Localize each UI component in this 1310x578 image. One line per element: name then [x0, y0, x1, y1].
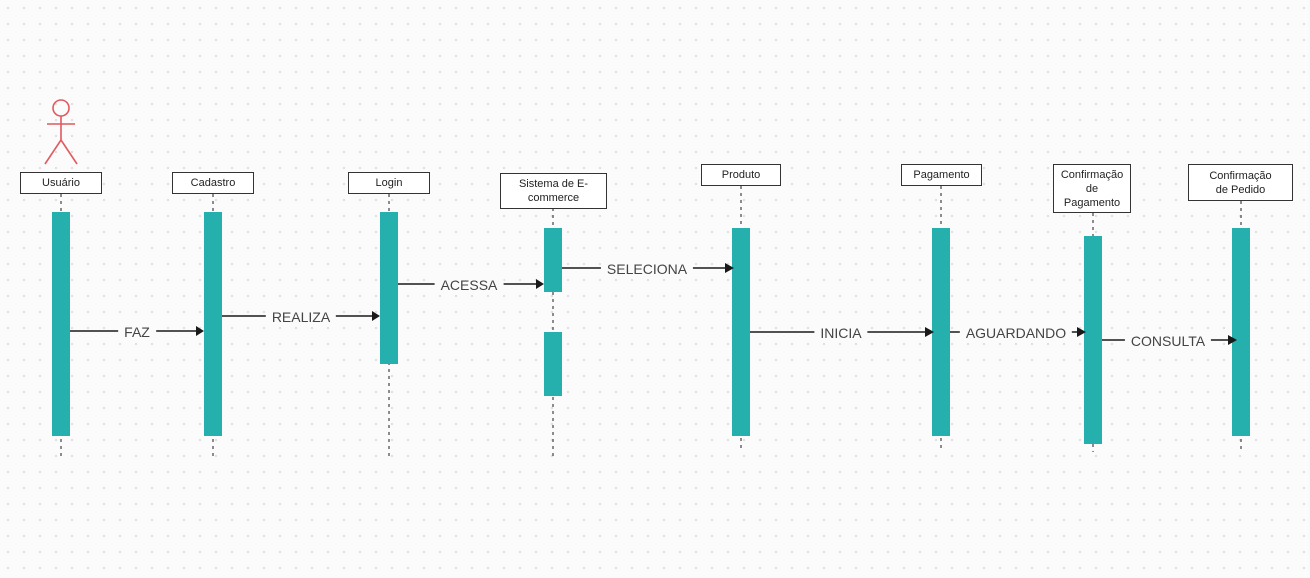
- participant-confirmacao-pedido: Confirmação de Pedido: [1188, 164, 1293, 201]
- participant-login: Login: [348, 172, 430, 194]
- participant-usuario: Usuário: [20, 172, 102, 194]
- activation-usuario: [52, 212, 70, 436]
- activation-produto: [732, 228, 750, 436]
- participant-produto: Produto: [701, 164, 781, 186]
- participant-sistema: Sistema de E-commerce: [500, 173, 607, 209]
- participant-cadastro: Cadastro: [172, 172, 254, 194]
- activation-cadastro: [204, 212, 222, 436]
- message-label-acessa: ACESSA: [434, 276, 504, 294]
- activation-sistema-2: [544, 332, 562, 396]
- activation-pagamento: [932, 228, 950, 436]
- message-label-inicia: INICIA: [814, 324, 868, 342]
- message-label-realiza: REALIZA: [265, 308, 337, 326]
- participant-confirmacao-pagamento: Confirmação de Pagamento: [1053, 164, 1131, 213]
- activation-login: [380, 212, 398, 364]
- activation-sistema-1: [544, 228, 562, 292]
- message-label-seleciona: SELECIONA: [600, 260, 694, 278]
- person-icon: [44, 99, 78, 165]
- message-label-consulta: CONSULTA: [1124, 332, 1212, 350]
- message-label-faz: FAZ: [118, 323, 156, 341]
- message-label-aguardando: AGUARDANDO: [959, 324, 1073, 342]
- participant-pagamento: Pagamento: [901, 164, 982, 186]
- activation-confirmacao-pedido: [1232, 228, 1250, 436]
- activation-confirmacao-pagamento: [1084, 236, 1102, 444]
